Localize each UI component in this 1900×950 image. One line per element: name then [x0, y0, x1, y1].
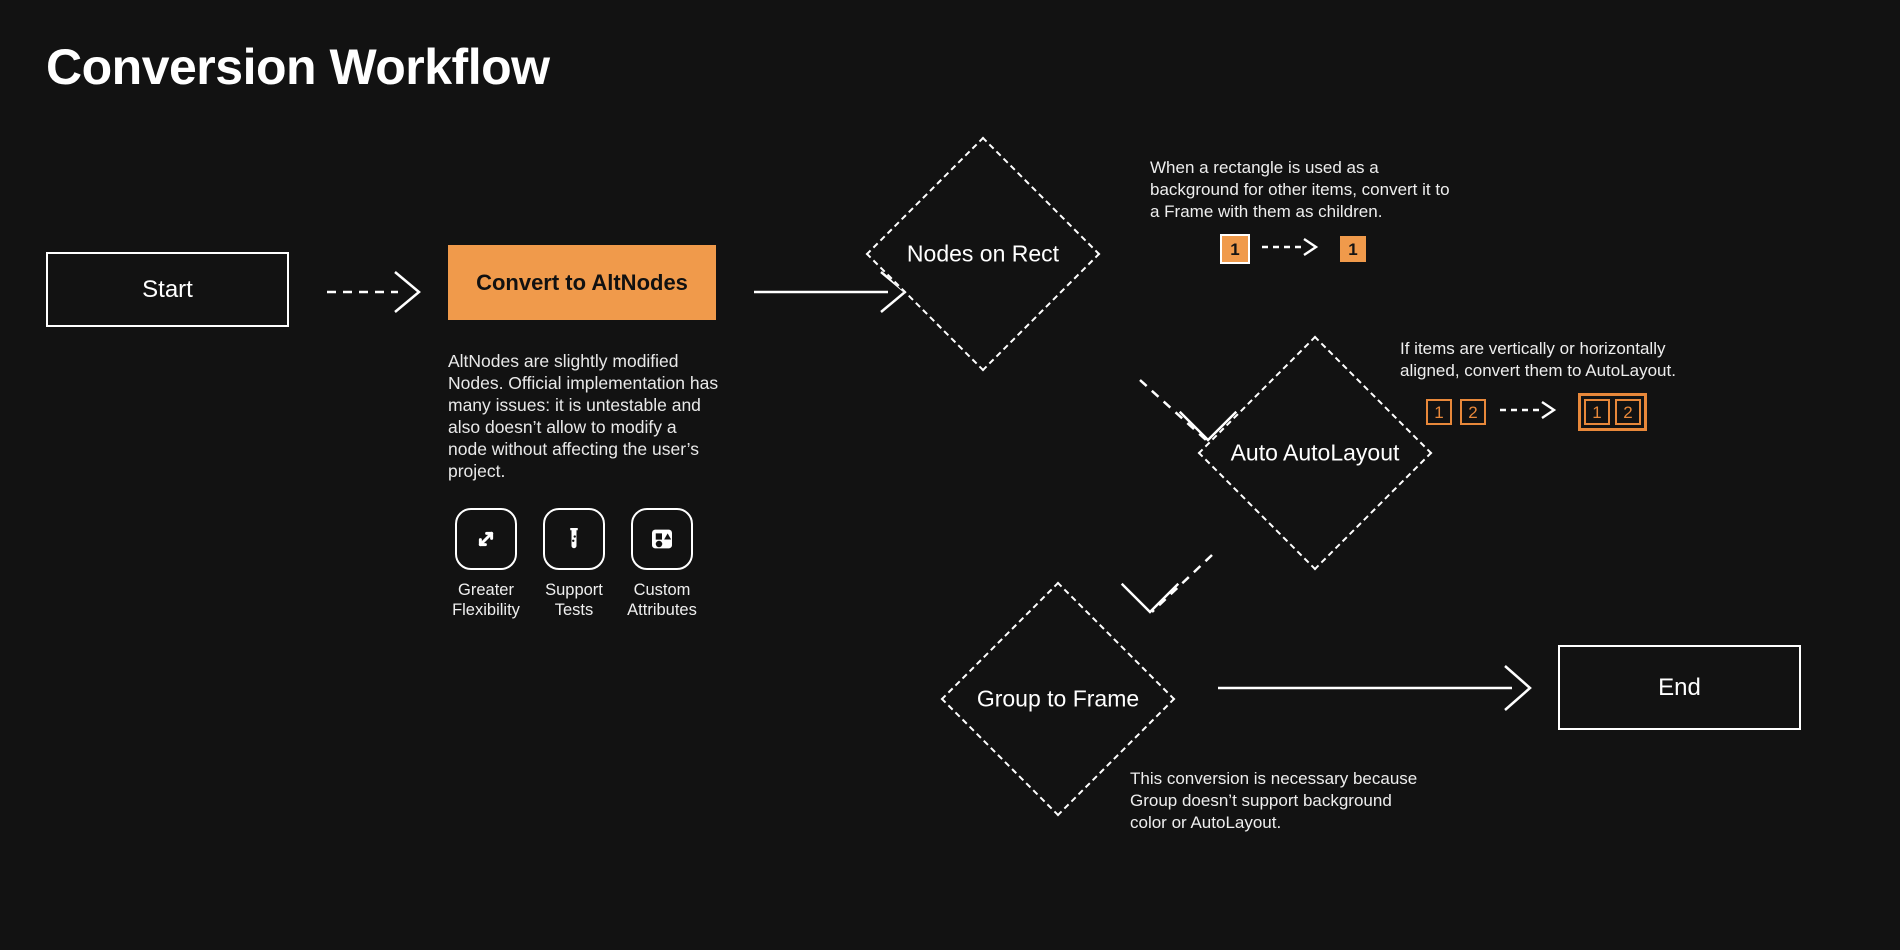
shapes-box-icon — [631, 508, 693, 570]
annotation-nodes-on-rect: When a rectangle is used as a background… — [1150, 158, 1450, 221]
node-start[interactable]: Start — [46, 252, 289, 327]
badge-item: 2 — [1460, 399, 1486, 425]
node-end-label: End — [1658, 673, 1701, 701]
badge-item: 1 — [1426, 399, 1452, 425]
badge-item: 1 — [1584, 399, 1610, 425]
node-group-to-frame[interactable]: Group to Frame — [940, 581, 1176, 817]
badge-group-after: 1 — [1340, 236, 1366, 262]
annotation-auto-autolayout: If items are vertically or horizontally … — [1400, 339, 1676, 380]
test-tube-icon — [543, 508, 605, 570]
connector-convert-to-nodesonrect — [754, 271, 907, 313]
node-convert-label: Convert to AltNodes — [476, 269, 688, 295]
node-nodes-on-rect-label: Nodes on Rect — [906, 240, 1060, 267]
feature-label: Custom Attributes — [627, 581, 697, 619]
badge-group-after: 1 2 — [1578, 393, 1647, 431]
node-end[interactable]: End — [1558, 645, 1801, 730]
connector-grouptoframe-to-end — [1218, 665, 1532, 711]
expand-arrows-icon — [455, 508, 517, 570]
page-title: Conversion Workflow — [46, 39, 550, 95]
feature-label: Greater Flexibility — [452, 581, 520, 619]
node-nodes-on-rect[interactable]: Nodes on Rect — [865, 136, 1101, 372]
connector-start-to-convert — [327, 271, 421, 313]
annotation-nodes-on-rect-illustration: 1 1 — [1220, 234, 1366, 264]
annotation-auto-autolayout-illustration: 1 2 1 2 — [1426, 393, 1647, 431]
dashed-arrow-right-icon — [1262, 237, 1326, 262]
annotation-group-to-frame: This conversion is necessary because Gro… — [1130, 769, 1418, 832]
connector-autoautolayout-to-grouptoframe — [1120, 554, 1213, 614]
feature-greater-flexibility[interactable]: Greater Flexibility — [452, 508, 520, 620]
feature-list: Greater Flexibility Support Tests — [452, 508, 697, 620]
node-group-to-frame-label: Group to Frame — [976, 685, 1140, 712]
node-start-label: Start — [142, 275, 193, 303]
feature-label: Support Tests — [545, 581, 603, 619]
badge-group-before: 1 — [1220, 234, 1250, 264]
badge-group-before: 1 2 — [1426, 399, 1486, 425]
node-convert-to-altnodes[interactable]: Convert to AltNodes — [448, 245, 716, 320]
node-auto-autolayout[interactable]: Auto AutoLayout — [1197, 335, 1433, 571]
feature-support-tests[interactable]: Support Tests — [540, 508, 608, 620]
node-auto-autolayout-label: Auto AutoLayout — [1230, 439, 1400, 466]
badge-item: 2 — [1615, 399, 1641, 425]
badge-item: 1 — [1340, 236, 1366, 262]
feature-custom-attributes[interactable]: Custom Attributes — [627, 508, 697, 620]
dashed-arrow-right-icon — [1500, 400, 1564, 425]
badge-item: 1 — [1220, 234, 1250, 264]
convert-description: AltNodes are slightly modified Nodes. Of… — [448, 351, 719, 481]
